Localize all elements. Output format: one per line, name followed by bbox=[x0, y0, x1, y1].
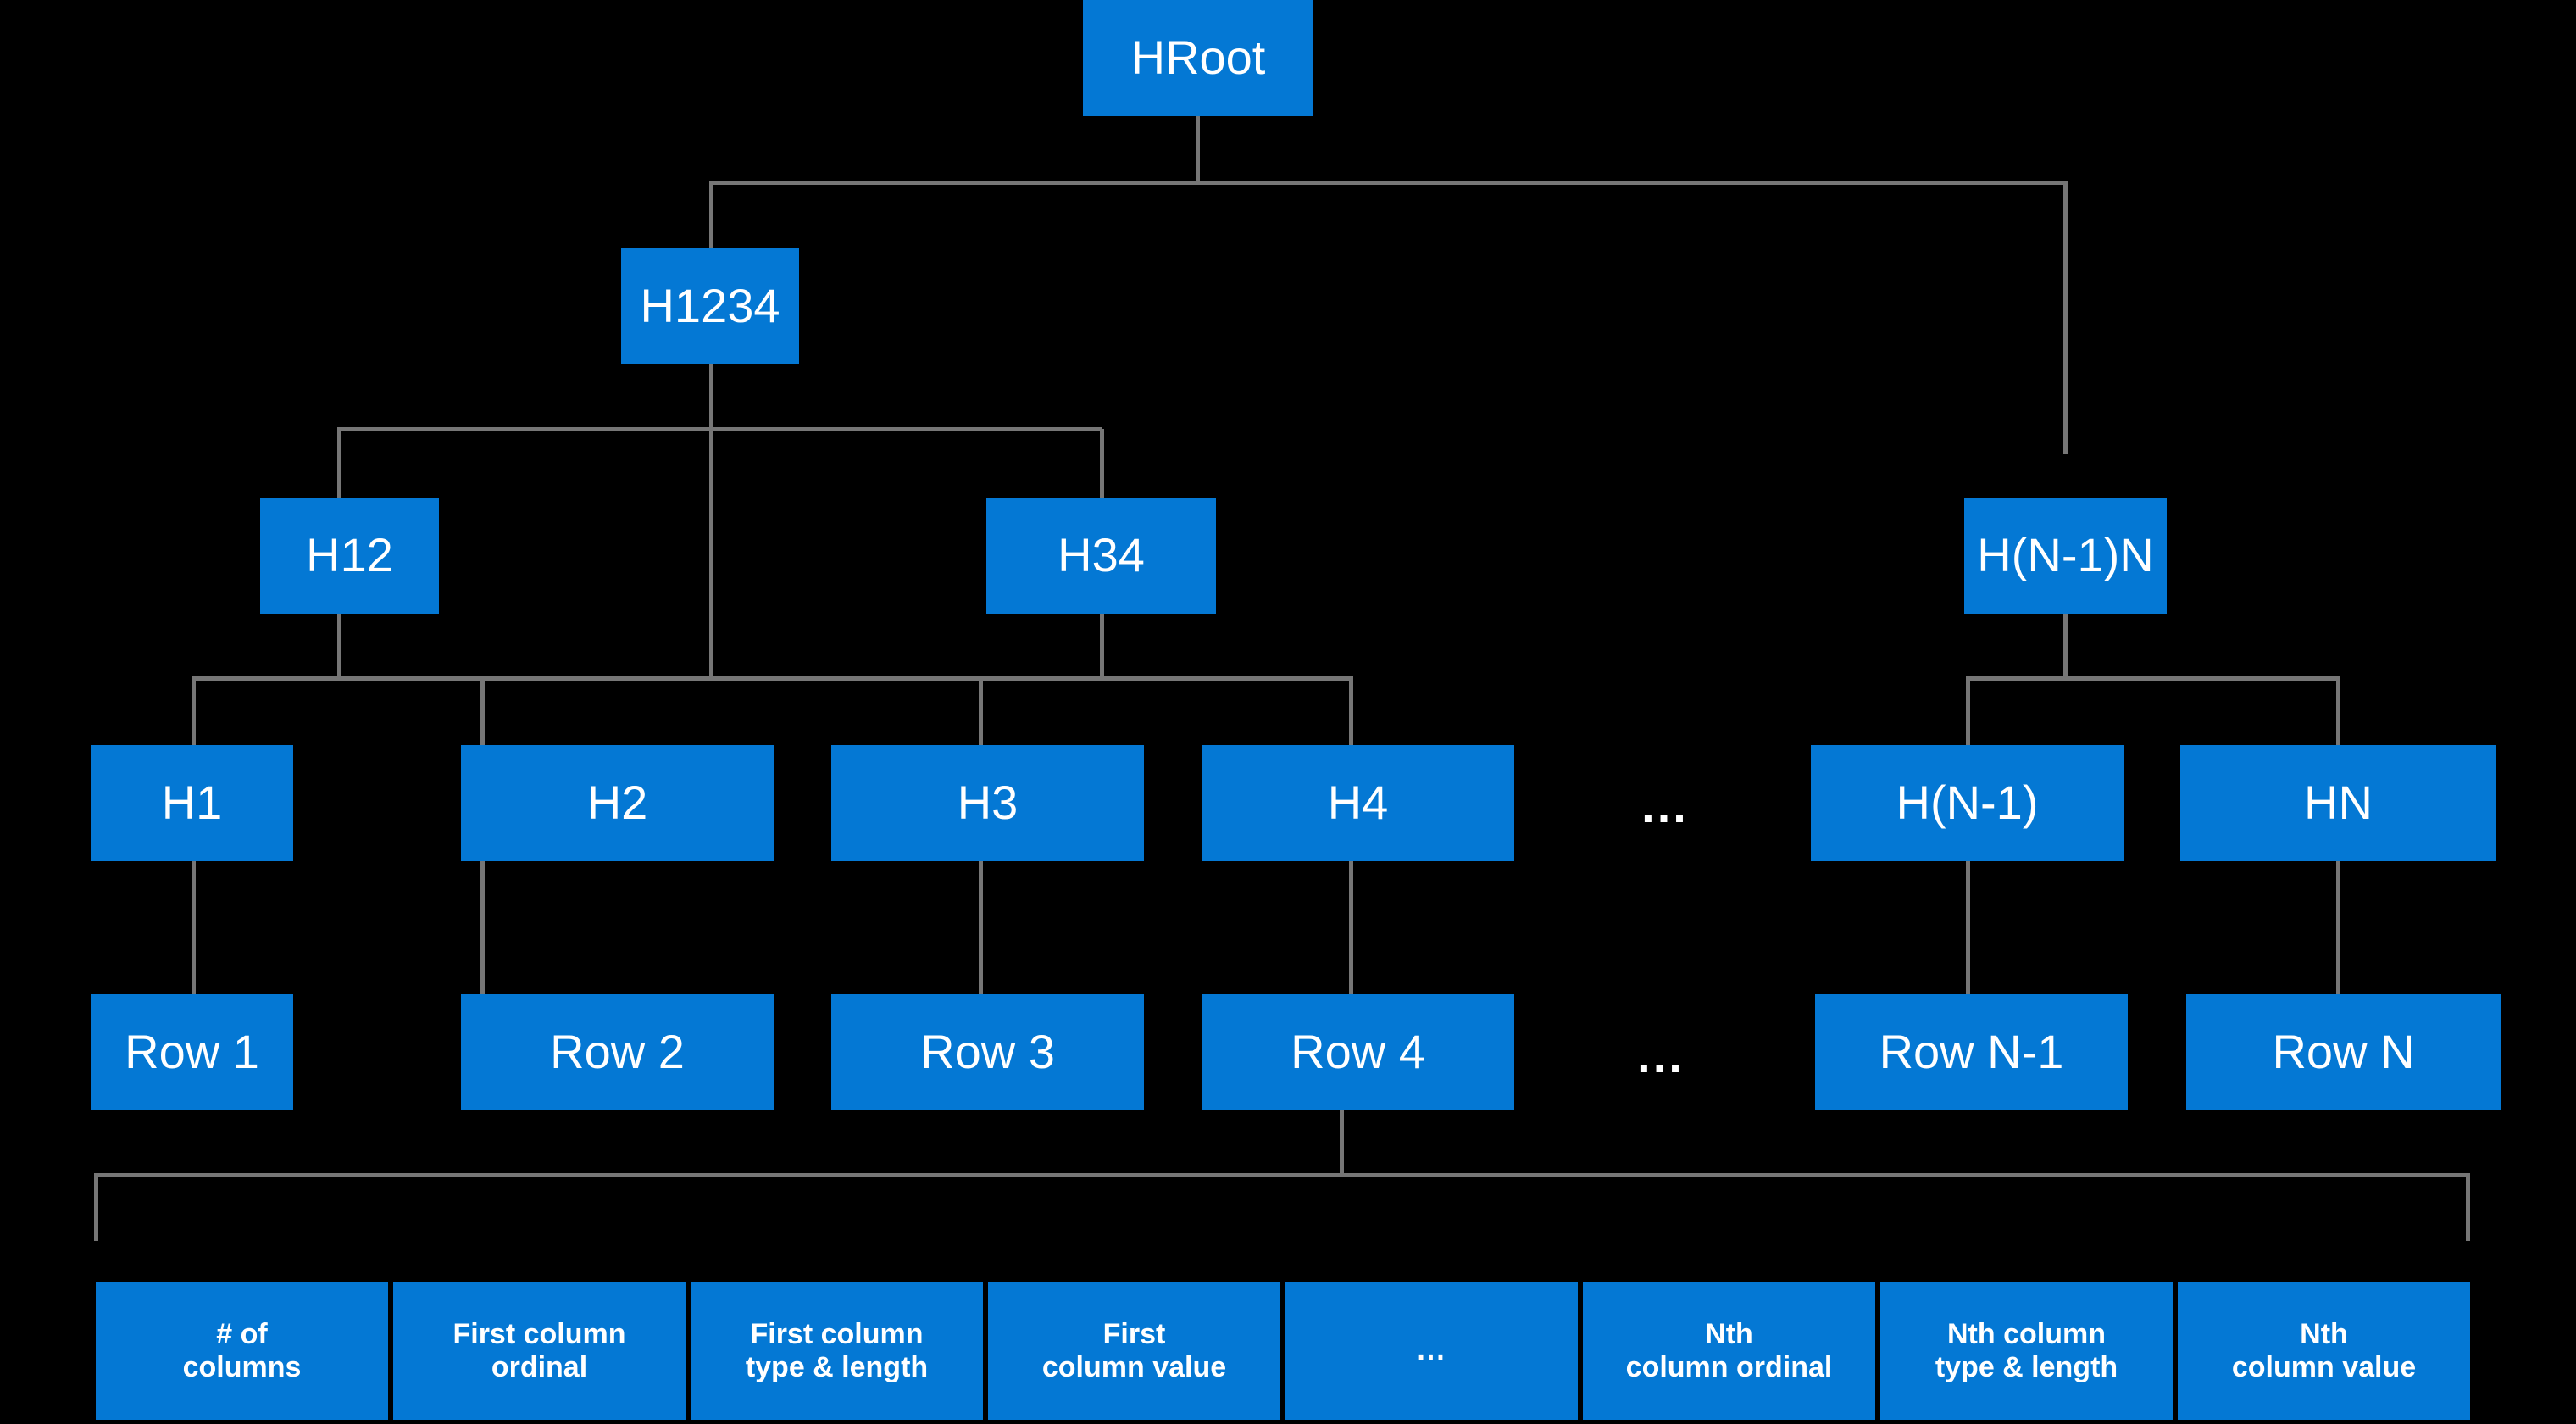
connector-h1-drop bbox=[192, 676, 196, 745]
payload-col-count-line2: columns bbox=[182, 1350, 302, 1383]
payload-first-col-type-line2: type & length bbox=[745, 1350, 929, 1383]
connector-row4-payload-stem bbox=[1340, 1109, 1344, 1176]
node-hn1n[interactable]: H(N-1)N bbox=[1964, 498, 2167, 614]
node-row2[interactable]: Row 2 bbox=[461, 994, 774, 1110]
connector-h12-stem bbox=[337, 613, 341, 679]
payload-ellipsis: ... bbox=[1285, 1282, 1578, 1420]
connector-h2-drop bbox=[480, 676, 485, 745]
node-rown[interactable]: Row N bbox=[2186, 994, 2501, 1110]
payload-nth-col-ordinal-line1: Nth bbox=[1705, 1318, 1753, 1351]
connector-h3-drop bbox=[979, 676, 983, 745]
connector-h1-row1 bbox=[192, 861, 196, 994]
connector-h2-row2 bbox=[480, 861, 485, 994]
connector-hroot-stem bbox=[1196, 116, 1200, 182]
node-h2[interactable]: H2 bbox=[461, 745, 774, 861]
node-h1234[interactable]: H1234 bbox=[621, 248, 799, 364]
payload-col-count-line1: # of bbox=[216, 1318, 268, 1351]
payload-first-col-type-length[interactable]: First column type & length bbox=[691, 1282, 983, 1420]
connector-h1234-drop bbox=[709, 181, 713, 250]
payload-nth-col-ordinal[interactable]: Nth column ordinal bbox=[1583, 1282, 1875, 1420]
connector-hn-rown bbox=[2336, 861, 2340, 994]
node-h1[interactable]: H1 bbox=[91, 745, 293, 861]
connector-payload-bracket-right bbox=[2466, 1173, 2470, 1241]
payload-first-col-value-line2: column value bbox=[1041, 1350, 1227, 1383]
payload-nth-col-type-length[interactable]: Nth column type & length bbox=[1880, 1282, 2173, 1420]
payload-nth-col-ordinal-line2: column ordinal bbox=[1625, 1350, 1833, 1383]
connector-hn1n-drop bbox=[2063, 181, 2068, 454]
connector-h1234-downstem bbox=[709, 364, 713, 429]
connector-h34-bar bbox=[979, 676, 1352, 681]
payload-first-col-value-line1: First bbox=[1102, 1318, 1166, 1351]
connector-hn1n-bar bbox=[1966, 676, 2339, 681]
node-h12[interactable]: H12 bbox=[260, 498, 439, 614]
payload-first-col-value[interactable]: First column value bbox=[988, 1282, 1280, 1420]
connector-payload-bracket-left bbox=[94, 1173, 98, 1241]
connector-h12-riser bbox=[337, 429, 341, 498]
payload-col-count[interactable]: # of columns bbox=[96, 1282, 388, 1420]
node-row3[interactable]: Row 3 bbox=[831, 994, 1144, 1110]
node-h4[interactable]: H4 bbox=[1202, 745, 1514, 861]
payload-first-col-type-line1: First column bbox=[750, 1318, 924, 1351]
connector-hn1-drop bbox=[1966, 676, 1970, 745]
node-h34[interactable]: H34 bbox=[986, 498, 1216, 614]
connector-h1234-splitbar bbox=[337, 427, 1102, 431]
connector-hn1n-stem bbox=[2063, 560, 2068, 679]
connector-h12-bar bbox=[192, 676, 485, 681]
node-rown1[interactable]: Row N-1 bbox=[1815, 994, 2128, 1110]
node-row4[interactable]: Row 4 bbox=[1202, 994, 1514, 1110]
connector-hn-drop bbox=[2336, 676, 2340, 745]
payload-first-col-ordinal-line2: ordinal bbox=[491, 1350, 588, 1383]
connector-h34-riser bbox=[1100, 429, 1104, 498]
node-hn[interactable]: HN bbox=[2180, 745, 2496, 861]
connector-hroot-bar bbox=[711, 181, 2067, 185]
row-level-ellipsis: ... bbox=[1637, 1028, 1685, 1082]
node-hn1[interactable]: H(N-1) bbox=[1811, 745, 2124, 861]
connector-h1234-bar bbox=[339, 676, 1102, 681]
connector-h3-row3 bbox=[979, 861, 983, 994]
node-h3[interactable]: H3 bbox=[831, 745, 1144, 861]
connector-h1234-stem bbox=[709, 364, 713, 678]
payload-nth-col-value-line2: column value bbox=[2231, 1350, 2417, 1383]
payload-nth-col-type-line2: type & length bbox=[1935, 1350, 2118, 1383]
node-hroot[interactable]: HRoot bbox=[1083, 0, 1313, 116]
payload-nth-col-value[interactable]: Nth column value bbox=[2178, 1282, 2470, 1420]
connector-payload-bracket-top bbox=[94, 1173, 2470, 1177]
payload-nth-col-value-line1: Nth bbox=[2300, 1318, 2348, 1351]
payload-first-col-ordinal-line1: First column bbox=[452, 1318, 626, 1351]
node-row1[interactable]: Row 1 bbox=[91, 994, 293, 1110]
connector-hn1-rown1 bbox=[1966, 861, 1970, 994]
hash-level-ellipsis: ... bbox=[1641, 778, 1689, 832]
payload-first-col-ordinal[interactable]: First column ordinal bbox=[393, 1282, 686, 1420]
payload-nth-col-type-line1: Nth column bbox=[1947, 1318, 2106, 1351]
connector-h4-row4 bbox=[1349, 861, 1353, 994]
connector-h4-drop bbox=[1349, 676, 1353, 745]
connector-h34-stem bbox=[1100, 613, 1104, 679]
